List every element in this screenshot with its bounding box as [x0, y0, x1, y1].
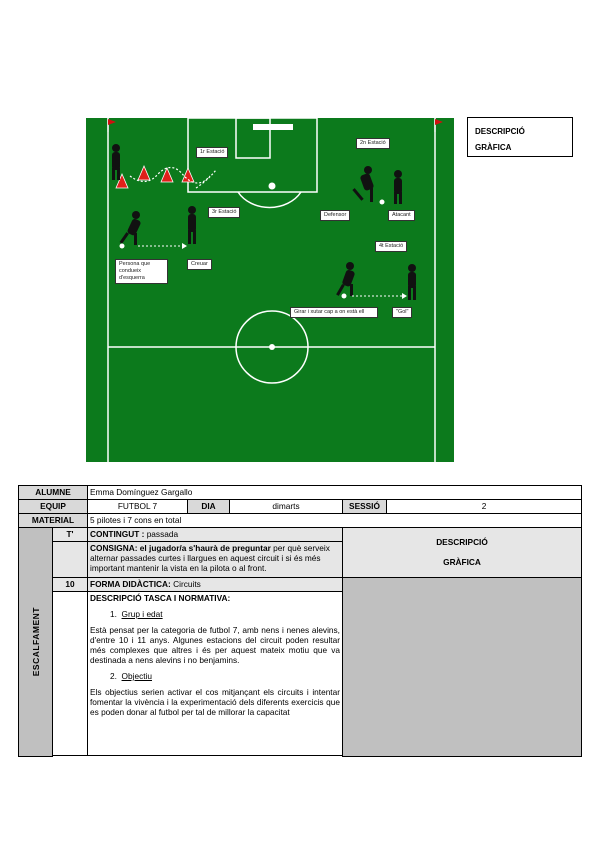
pitch-diagram: 1r Estació 2n Estació 3r Estació 4t Esta…: [86, 118, 454, 462]
consigna-time: [52, 541, 88, 578]
corner-flag-left: [107, 118, 116, 132]
pitch-lines: [107, 118, 443, 462]
label-person: Persona que condueix d'esquerra: [115, 259, 168, 284]
item-grup-edat: 1. Grup i edat: [110, 609, 340, 619]
item1-num: 1.: [110, 609, 117, 619]
label-goal: "Gol": [392, 307, 413, 318]
contingut-label: CONTINGUT :: [90, 529, 145, 539]
time-value: 10: [52, 577, 88, 592]
forma-value: Circuits: [170, 579, 201, 589]
label-cross: Creuar: [187, 259, 212, 270]
sessio-value: 2: [385, 499, 583, 514]
para-objectiu: Els objectius serien activar el cos mitj…: [90, 687, 340, 717]
material-value: 5 pilotes i 7 cons en total: [86, 513, 583, 528]
equip-value: FUTBOL 7: [87, 499, 188, 514]
item1-title: Grup i edat: [121, 609, 163, 619]
cones: [115, 164, 195, 189]
phase-cell: ESCALFAMENT: [18, 527, 53, 757]
time-header: T': [52, 527, 88, 542]
desc-graphic-2: GRÀFICA: [443, 557, 481, 567]
label-station-4: 4t Estació: [375, 241, 408, 252]
graphic-area: [341, 577, 583, 757]
player-figures: [112, 144, 416, 300]
alumne-value: Emma Domínguez Gargallo: [86, 485, 583, 500]
desc-line-2: GRÀFICA: [475, 143, 512, 152]
label-attacker: Atacant: [388, 210, 415, 221]
desc-graphic-1: DESCRIPCIÓ: [436, 537, 488, 547]
balls: [119, 199, 385, 299]
sessio-label: SESSIÓ: [342, 499, 387, 514]
label-shoot: Girar i xutar cap a on està ell: [290, 307, 378, 318]
label-station-3: 3r Estació: [208, 207, 241, 218]
label-station-2: 2n Estació: [356, 138, 390, 149]
desc-line-1: DESCRIPCIÓ: [475, 127, 525, 136]
forma-label: FORMA DIDÀCTICA:: [90, 579, 171, 589]
description-graphic-box: DESCRIPCIÓ GRÀFICA: [467, 117, 573, 157]
desc-tasca-title: DESCRIPCIÓ TASCA I NORMATIVA:: [90, 593, 231, 603]
desc-graphic-header: DESCRIPCIÓ GRÀFICA: [341, 527, 583, 578]
consigna-bold: el jugador/a s'haurà de preguntar: [137, 543, 271, 553]
dia-value: dimarts: [229, 499, 343, 514]
session-table: ALUMNE Emma Domínguez Gargallo EQUIP FUT…: [18, 485, 583, 757]
item-objectiu: 2. Objectiu: [110, 671, 340, 681]
phase-label: ESCALFAMENT: [30, 607, 41, 677]
consigna-label: CONSIGNA:: [90, 543, 138, 553]
label-station-1: 1r Estació: [196, 147, 229, 158]
label-defender: Defensor: [320, 210, 351, 221]
pass-arrows: [138, 245, 402, 297]
contingut-cell: CONTINGUT : passada: [87, 527, 343, 542]
forma-cell: FORMA DIDÀCTICA: Circuits: [87, 577, 343, 592]
desc-time: [52, 591, 88, 756]
contingut-value: passada: [144, 529, 179, 539]
item2-num: 2.: [110, 671, 117, 681]
item2-title: Objectiu: [121, 671, 152, 681]
alumne-label: ALUMNE: [18, 485, 88, 500]
para-grup-edat: Està pensat per la categoria de futbol 7…: [90, 625, 340, 665]
corner-flag-right: [434, 118, 443, 132]
dia-label: DIA: [187, 499, 230, 514]
consigna-text: per què serveix alternar passades curtes…: [90, 543, 330, 573]
consigna-cell: CONSIGNA: el jugador/a s'haurà de pregun…: [87, 541, 343, 578]
material-label: MATERIAL: [18, 513, 88, 528]
description-cell: DESCRIPCIÓ TASCA I NORMATIVA: 1. Grup i …: [87, 591, 343, 756]
equip-label: EQUIP: [18, 499, 88, 514]
